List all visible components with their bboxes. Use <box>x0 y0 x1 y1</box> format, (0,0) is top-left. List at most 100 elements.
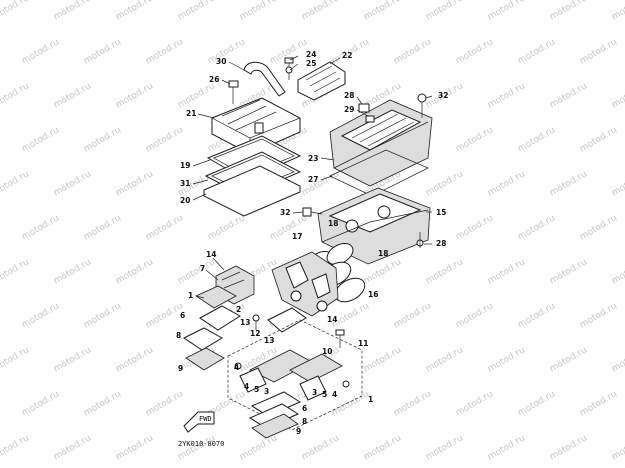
reed-plate-6 <box>199 305 241 331</box>
watermark-text: motod.ru <box>82 389 123 418</box>
callout-28-lower: 28 <box>436 239 446 248</box>
callout-24: 24 <box>306 50 316 59</box>
watermark-text: motod.ru <box>578 389 619 418</box>
filter-element <box>203 165 301 217</box>
watermark-text: motod.ru <box>20 301 61 330</box>
air-box-group <box>302 93 433 265</box>
watermark-text: motod.ru <box>424 169 465 198</box>
watermark-text: motod.ru <box>578 125 619 154</box>
watermark-text: motod.ru <box>424 433 465 462</box>
diagram-code: 2YK010-8070 <box>178 440 224 448</box>
watermark-text: motod.ru <box>206 213 247 242</box>
callout-20: 20 <box>180 196 190 205</box>
watermark-text: motod.ru <box>144 213 185 242</box>
watermark-text: motod.ru <box>424 0 465 23</box>
watermark-text: motod.ru <box>52 0 93 23</box>
watermark-text: motod.ru <box>300 433 341 462</box>
reed-block-lower <box>239 367 267 393</box>
watermark-text: motod.ru <box>486 81 527 110</box>
fwd-label: FWD <box>199 415 212 423</box>
callout-5-b: 5 <box>322 390 327 399</box>
carburetor-group <box>271 243 366 317</box>
callout-14-upper: 14 <box>206 250 216 259</box>
watermark-text: motod.ru <box>114 169 155 198</box>
watermark-text: motod.ru <box>454 213 495 242</box>
watermark-text: motod.ru <box>516 213 557 242</box>
watermark-text: motod.ru <box>548 433 589 462</box>
screw-11 <box>335 329 345 348</box>
watermark-text: motod.ru <box>578 213 619 242</box>
callout-27: 27 <box>308 175 318 184</box>
watermark-text: motod.ru <box>392 301 433 330</box>
watermark-text: motod.ru <box>52 257 93 286</box>
callout-5-a: 5 <box>254 385 259 394</box>
watermark-text: motod.ru <box>0 345 31 374</box>
callout-3-a: 3 <box>264 387 269 396</box>
watermark-text: motod.ru <box>52 169 93 198</box>
callout-31: 31 <box>180 179 190 188</box>
callout-6-upper: 6 <box>180 311 185 320</box>
callout-23: 23 <box>308 154 318 163</box>
watermark-text: motod.ru <box>610 433 625 462</box>
watermark-text: motod.ru <box>20 125 61 154</box>
callout-4-b: 4 <box>332 390 337 399</box>
watermark-text: motod.ru <box>20 389 61 418</box>
watermark-text: motod.ru <box>0 0 31 23</box>
bracket-28 <box>358 103 370 113</box>
watermark-text: motod.ru <box>362 345 403 374</box>
callout-9-upper: 9 <box>178 364 183 373</box>
callout-7: 7 <box>200 264 205 273</box>
watermark-text: motod.ru <box>0 257 31 286</box>
callout-4-a: 4 <box>244 382 249 391</box>
air-filter-group <box>203 57 346 217</box>
callout-19: 19 <box>180 161 190 170</box>
watermark-text: motod.ru <box>548 0 589 23</box>
callout-30: 30 <box>216 57 226 66</box>
watermark-text: motod.ru <box>610 0 625 23</box>
watermark-text: motod.ru <box>82 37 123 66</box>
watermark-text: motod.ru <box>548 257 589 286</box>
watermark-text: motod.ru <box>392 389 433 418</box>
watermark-text: motod.ru <box>486 345 527 374</box>
watermark-text: motod.ru <box>238 0 279 23</box>
reed-valve-right <box>227 319 363 439</box>
watermark-text: motod.ru <box>486 0 527 23</box>
screw-32-top <box>417 93 427 118</box>
watermark-text: motod.ru <box>548 169 589 198</box>
watermark-text: motod.ru <box>114 81 155 110</box>
callout-22: 22 <box>342 51 352 60</box>
watermark-text: motod.ru <box>0 433 31 462</box>
breather-hose <box>243 61 286 97</box>
watermark-text: motod.ru <box>300 0 341 23</box>
watermark-text: motod.ru <box>238 433 279 462</box>
watermark-text: motod.ru <box>176 257 217 286</box>
watermark-text: motod.ru <box>176 0 217 23</box>
watermark-text: motod.ru <box>176 81 217 110</box>
watermark-text: motod.ru <box>0 81 31 110</box>
screw-12 <box>252 314 260 330</box>
watermark-text: motod.ru <box>454 125 495 154</box>
watermark-text: motod.ru <box>362 0 403 23</box>
callout-13-left: 13 <box>240 318 250 327</box>
watermark-text: motod.ru <box>82 213 123 242</box>
watermark-text: motod.ru <box>486 257 527 286</box>
watermark-text: motod.ru <box>114 257 155 286</box>
callout-18-lower: 18 <box>378 249 388 258</box>
callout-4-left: 4 <box>234 363 239 372</box>
watermark-text: motod.ru <box>454 37 495 66</box>
watermark-text: motod.ru <box>610 81 625 110</box>
leader-lines <box>192 55 433 299</box>
reed-gasket-9 <box>185 347 225 371</box>
air-box-seal <box>329 149 429 197</box>
watermark-text: motod.ru <box>424 345 465 374</box>
watermark-text: motod.ru <box>486 169 527 198</box>
clip-29 <box>365 115 375 123</box>
callout-8-lower: 8 <box>302 417 307 426</box>
watermark-text: motod.ru <box>578 37 619 66</box>
watermark-text: motod.ru <box>144 37 185 66</box>
screw-24 <box>284 57 294 80</box>
callout-3-b: 3 <box>312 388 317 397</box>
callout-13: 13 <box>264 336 274 345</box>
watermark-text: motod.ru <box>114 0 155 23</box>
